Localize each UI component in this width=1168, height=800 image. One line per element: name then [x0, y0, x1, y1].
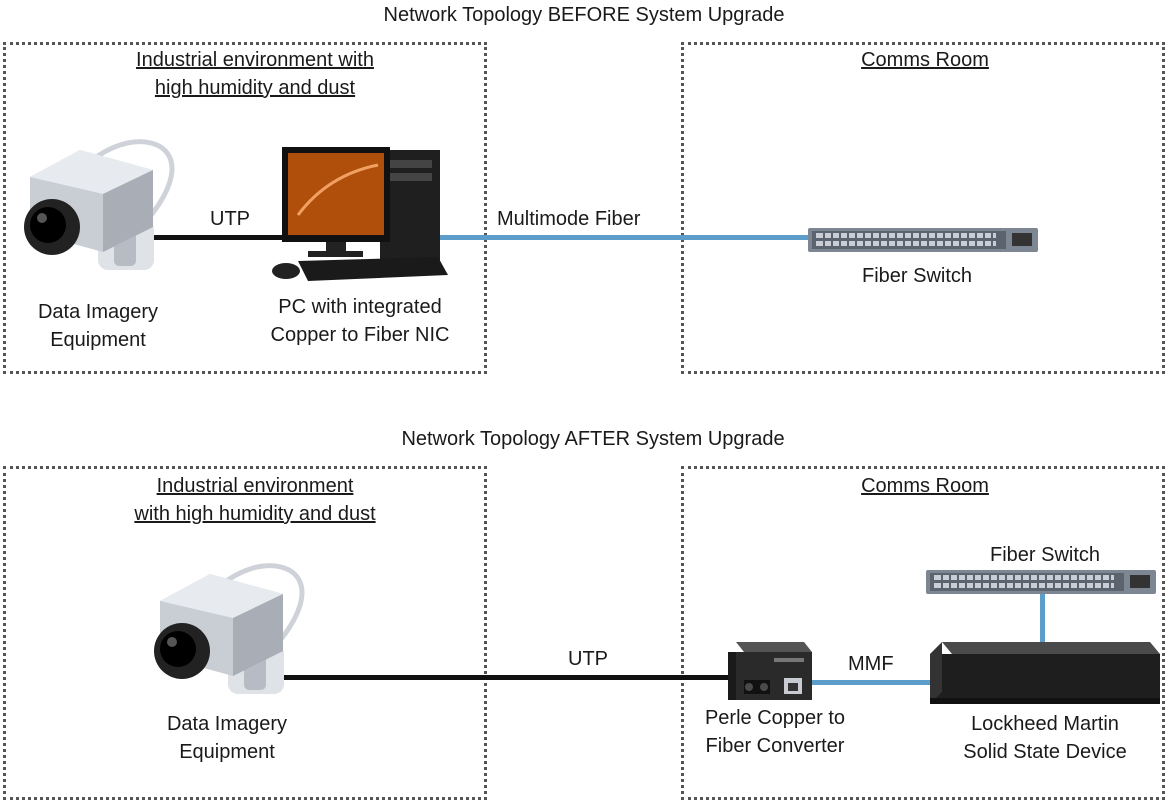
before-title: Network Topology BEFORE System Upgrade: [383, 4, 785, 26]
before-comms-heading: Comms Room: [861, 49, 989, 71]
after-comms-zone: [681, 466, 1165, 800]
after-industrial-heading: Industrial environment with high humidit…: [60, 472, 450, 528]
before-camera-label-line-1: Data Imagery: [37, 301, 159, 323]
after-mmf-cable: [812, 680, 932, 685]
converter-label: Perle Copper to Fiber Converter: [682, 704, 868, 760]
converter-label-line-2: Fiber Converter: [705, 735, 845, 757]
before-fiber-cable: [425, 235, 810, 240]
fiber-switch-icon: [926, 568, 1156, 596]
before-industrial-heading-line-1: Industrial environment with: [136, 49, 374, 71]
media-converter-icon: [724, 638, 816, 704]
after-switch-label: Fiber Switch: [989, 544, 1101, 566]
before-industrial-heading-line-2: high humidity and dust: [154, 77, 356, 99]
pc-label: PC with integrated Copper to Fiber NIC: [240, 293, 480, 349]
before-utp-cable: [140, 235, 300, 240]
after-switch-uplink: [1040, 594, 1045, 644]
before-utp-label: UTP: [210, 208, 250, 230]
after-mmf-label: MMF: [848, 653, 894, 675]
after-utp-cable: [265, 675, 730, 680]
device-label-line-2: Solid State Device: [963, 741, 1127, 763]
converter-label-line-1: Perle Copper to: [704, 707, 846, 729]
before-camera-label: Data Imagery Equipment: [8, 298, 188, 354]
before-comms-zone: [681, 42, 1165, 374]
camera-icon: [148, 556, 318, 701]
device-label-line-1: Lockheed Martin: [971, 713, 1119, 735]
after-camera-label: Data Imagery Equipment: [137, 710, 317, 766]
after-comms-heading: Comms Room: [861, 475, 989, 497]
before-industrial-heading: Industrial environment with high humidit…: [60, 46, 450, 102]
before-industrial-zone: [3, 42, 487, 374]
solid-state-device-icon: [928, 640, 1162, 708]
after-camera-label-line-1: Data Imagery: [166, 713, 288, 735]
device-label: Lockheed Martin Solid State Device: [930, 710, 1160, 766]
fiber-switch-icon: [808, 226, 1038, 254]
pc-icon: [268, 145, 453, 285]
after-camera-label-line-2: Equipment: [179, 741, 275, 763]
before-camera-label-line-2: Equipment: [50, 329, 146, 351]
before-switch-label: Fiber Switch: [861, 265, 973, 287]
after-industrial-heading-line-2: with high humidity and dust: [134, 503, 376, 525]
after-industrial-heading-line-1: Industrial environment: [156, 475, 354, 497]
before-fiber-label: Multimode Fiber: [497, 208, 641, 230]
after-utp-label: UTP: [568, 648, 608, 670]
pc-label-line-1: PC with integrated: [278, 296, 442, 318]
after-title: Network Topology AFTER System Upgrade: [401, 428, 785, 450]
pc-label-line-2: Copper to Fiber NIC: [270, 324, 450, 346]
camera-icon: [18, 132, 188, 277]
after-industrial-zone: [3, 466, 487, 800]
